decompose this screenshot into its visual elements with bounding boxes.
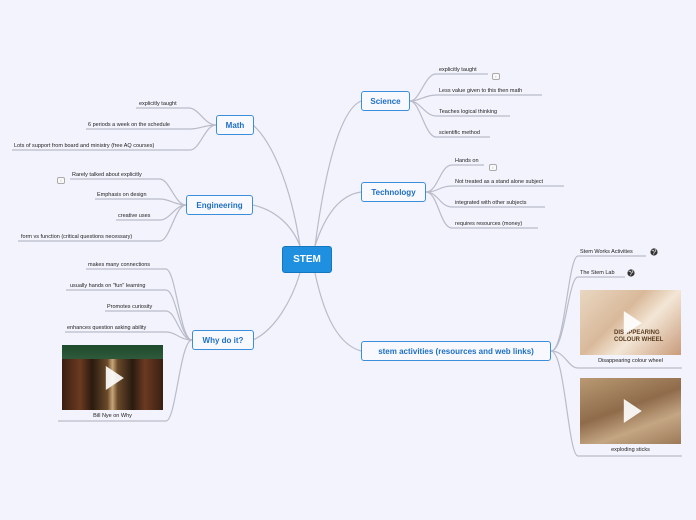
- science-leaf-1[interactable]: explicitly taught: [439, 66, 477, 74]
- disappearing-colour-wheel-caption: Disappearing colour wheel: [580, 358, 681, 364]
- math-leaf-3[interactable]: Lots of support from board and ministry …: [14, 142, 154, 150]
- central-topic[interactable]: STEM: [282, 246, 332, 273]
- bill-nye-video-thumbnail[interactable]: [62, 345, 163, 410]
- why-leaf-4[interactable]: enhances question asking ability: [67, 324, 146, 332]
- topic-engineering[interactable]: Engineering: [186, 195, 253, 215]
- topic-stem-activities[interactable]: stem activities (resources and web links…: [361, 341, 551, 361]
- engineering-leaf-2[interactable]: Emphasis on design: [97, 191, 147, 199]
- math-leaf-1[interactable]: explicitly taught: [139, 100, 177, 108]
- why-leaf-1[interactable]: makes many connections: [88, 261, 150, 269]
- topic-science[interactable]: Science: [361, 91, 410, 111]
- globe-icon[interactable]: [627, 269, 635, 277]
- note-icon[interactable]: i: [489, 164, 497, 171]
- link-stem-works-activities[interactable]: Stem Works Activities: [580, 248, 633, 256]
- science-leaf-4[interactable]: scientific method: [439, 129, 480, 137]
- technology-leaf-1[interactable]: Hands on: [455, 157, 479, 165]
- play-icon[interactable]: [623, 399, 641, 423]
- why-leaf-3[interactable]: Promotes curiosity: [107, 303, 152, 311]
- exploding-sticks-caption: exploding sticks: [580, 447, 681, 453]
- globe-icon[interactable]: [650, 248, 658, 256]
- play-icon[interactable]: [105, 366, 123, 390]
- technology-leaf-2[interactable]: Not treated as a stand alone subject: [455, 178, 543, 186]
- note-icon[interactable]: i: [57, 177, 65, 184]
- science-leaf-2[interactable]: Less value given to this then math: [439, 87, 522, 95]
- topic-math[interactable]: Math: [216, 115, 254, 135]
- engineering-leaf-3[interactable]: creative uses: [118, 212, 150, 220]
- link-the-stem-lab[interactable]: The Stem Lab: [580, 269, 615, 277]
- math-leaf-2[interactable]: 6 periods a week on the schedule: [88, 121, 170, 129]
- exploding-sticks-thumbnail[interactable]: [580, 378, 681, 444]
- technology-leaf-4[interactable]: requires resources (money): [455, 220, 522, 228]
- topic-why[interactable]: Why do it?: [192, 330, 254, 350]
- play-icon[interactable]: [623, 311, 641, 335]
- bill-nye-caption: Bill Nye on Why: [62, 413, 163, 419]
- engineering-leaf-4[interactable]: form vs function (critical questions nec…: [21, 233, 132, 241]
- engineering-leaf-1[interactable]: Rarely talked about explicitly: [72, 171, 142, 179]
- note-icon[interactable]: i: [492, 73, 500, 80]
- science-leaf-3[interactable]: Teaches logical thinking: [439, 108, 497, 116]
- technology-leaf-3[interactable]: integrated with other subjects: [455, 199, 527, 207]
- disappearing-colour-wheel-thumbnail[interactable]: DISAPPEARING COLOUR WHEEL: [580, 290, 681, 355]
- topic-technology[interactable]: Technology: [361, 182, 426, 202]
- why-leaf-2[interactable]: usually hands on "fun" learning: [70, 282, 145, 290]
